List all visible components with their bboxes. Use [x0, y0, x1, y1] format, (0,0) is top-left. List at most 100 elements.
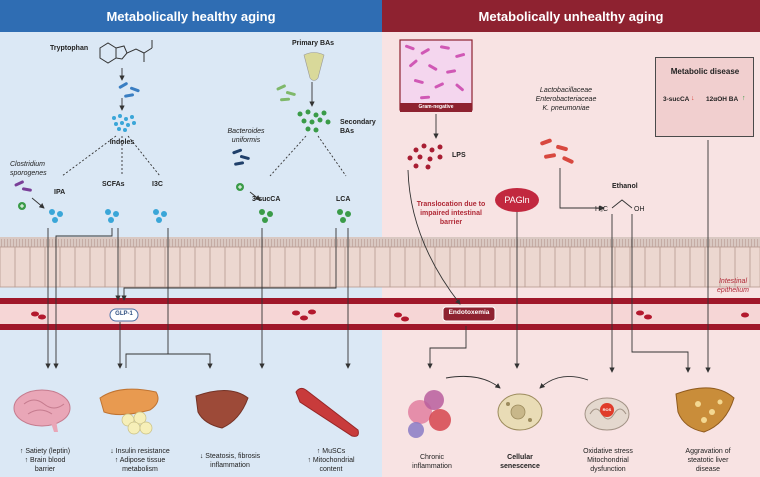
microvilli — [601, 239, 614, 247]
microvilli — [586, 239, 599, 247]
microvilli — [496, 239, 509, 247]
ethanol-formula-left: H₃C — [595, 206, 608, 213]
pagln-badge — [495, 188, 539, 212]
microvilli — [406, 239, 419, 247]
left-arrows — [31, 68, 351, 369]
metabolic-disease-box — [655, 57, 754, 137]
bacteroides-label: Bacteroides uniformis — [227, 128, 265, 144]
i3c-label: I3C — [152, 181, 163, 188]
microvilli — [61, 239, 74, 247]
microvilli — [346, 239, 359, 247]
green-bacteria-icon — [276, 84, 296, 102]
md-12a-label: 12αOH BA — [706, 96, 739, 103]
primary-bas-icon — [303, 52, 325, 81]
microvilli — [16, 239, 29, 247]
microvilli — [226, 239, 239, 247]
microvilli — [571, 239, 584, 247]
microvilli — [421, 239, 434, 247]
unhealthy-header: Metabolically unhealthy aging — [382, 0, 760, 32]
translocation-label: Translocation due to impaired intestinal… — [416, 201, 486, 226]
inflammation-cells-icon — [408, 390, 451, 438]
endotoxemia-label: Endotoxemia — [448, 309, 490, 316]
microvilli — [376, 239, 389, 247]
arrow-down-icon: ↓ — [691, 95, 695, 102]
glp1-label: GLP-1 — [115, 311, 133, 317]
ros-label: ROS — [602, 407, 612, 412]
tryptophan-label: Tryptophan — [50, 45, 89, 52]
microvilli — [466, 239, 479, 247]
succa-label: 3-sucCA — [252, 196, 281, 203]
md-succa-label: 3-sucCA — [663, 96, 690, 103]
microvilli — [391, 239, 404, 247]
clostridium-label: Clostridium sporogenes — [10, 161, 47, 177]
indoles-label: Indoles — [109, 139, 135, 146]
microvilli — [616, 239, 629, 247]
microvilli — [751, 239, 758, 247]
pagln-label: PAGln — [504, 195, 530, 205]
microvilli — [136, 239, 149, 247]
ethanol-formula-right: OH — [634, 206, 645, 213]
intestinal-epithelium-label: Intestinal epithelium — [717, 278, 749, 294]
right-arrows — [407, 114, 711, 389]
lps-label: LPS — [452, 152, 466, 159]
microvilli — [676, 239, 689, 247]
microvilli — [556, 239, 569, 247]
microvilli — [721, 239, 734, 247]
microvilli — [436, 239, 449, 247]
gram-negative-label: Gram-negative — [418, 104, 454, 110]
microvilli — [76, 239, 89, 247]
gram-negative-micrograph — [399, 39, 473, 112]
liver-icon — [195, 390, 249, 429]
microvilli — [151, 239, 164, 247]
steatotic-liver-icon — [675, 387, 735, 433]
ethanol-molecule-icon — [611, 199, 633, 209]
mitochondria-ros-icon — [584, 397, 630, 431]
intestinal-epithelium — [0, 237, 760, 288]
microvilli — [286, 239, 299, 247]
microvilli — [631, 239, 644, 247]
ethanol-label: Ethanol — [612, 183, 638, 190]
bacteroides-bacteria-icon — [232, 148, 250, 166]
microvilli — [316, 239, 329, 247]
lca-label: LCA — [336, 196, 351, 203]
arrow-up-icon: ↑ — [742, 95, 746, 102]
healthy-header: Metabolically healthy aging — [0, 0, 382, 32]
plus-icon — [18, 183, 244, 210]
microvilli — [301, 239, 314, 247]
primary-bas-label: Primary BAs — [292, 40, 335, 47]
metabolic-disease-label: Metabolic disease — [670, 67, 740, 76]
microvilli — [271, 239, 284, 247]
ipa-label: IPA — [54, 189, 66, 196]
brain-icon — [13, 389, 71, 432]
microvilli — [706, 239, 719, 247]
microvilli — [166, 239, 179, 247]
microvilli — [181, 239, 194, 247]
microvilli — [736, 239, 749, 247]
microvilli — [1, 239, 14, 247]
scfas-label: SCFAs — [102, 181, 125, 188]
microvilli — [511, 239, 524, 247]
microvilli — [46, 239, 59, 247]
microvilli — [196, 239, 209, 247]
secondary-bas-label: Secondary BAs — [340, 119, 376, 135]
muscle-icon — [295, 387, 359, 437]
metabolite-dots-row — [49, 209, 351, 223]
pancreas-adipose-icon — [99, 388, 159, 435]
microvilli — [526, 239, 539, 247]
tryptophan-molecule-icon — [99, 40, 153, 64]
microvilli — [661, 239, 674, 247]
microvilli — [121, 239, 134, 247]
microvilli — [331, 239, 344, 247]
microvilli — [256, 239, 269, 247]
microvilli — [31, 239, 44, 247]
red-bacteria-icon — [540, 138, 574, 164]
secondary-bas-dots — [297, 109, 331, 133]
clostridium-bacteria-icon — [14, 180, 32, 192]
